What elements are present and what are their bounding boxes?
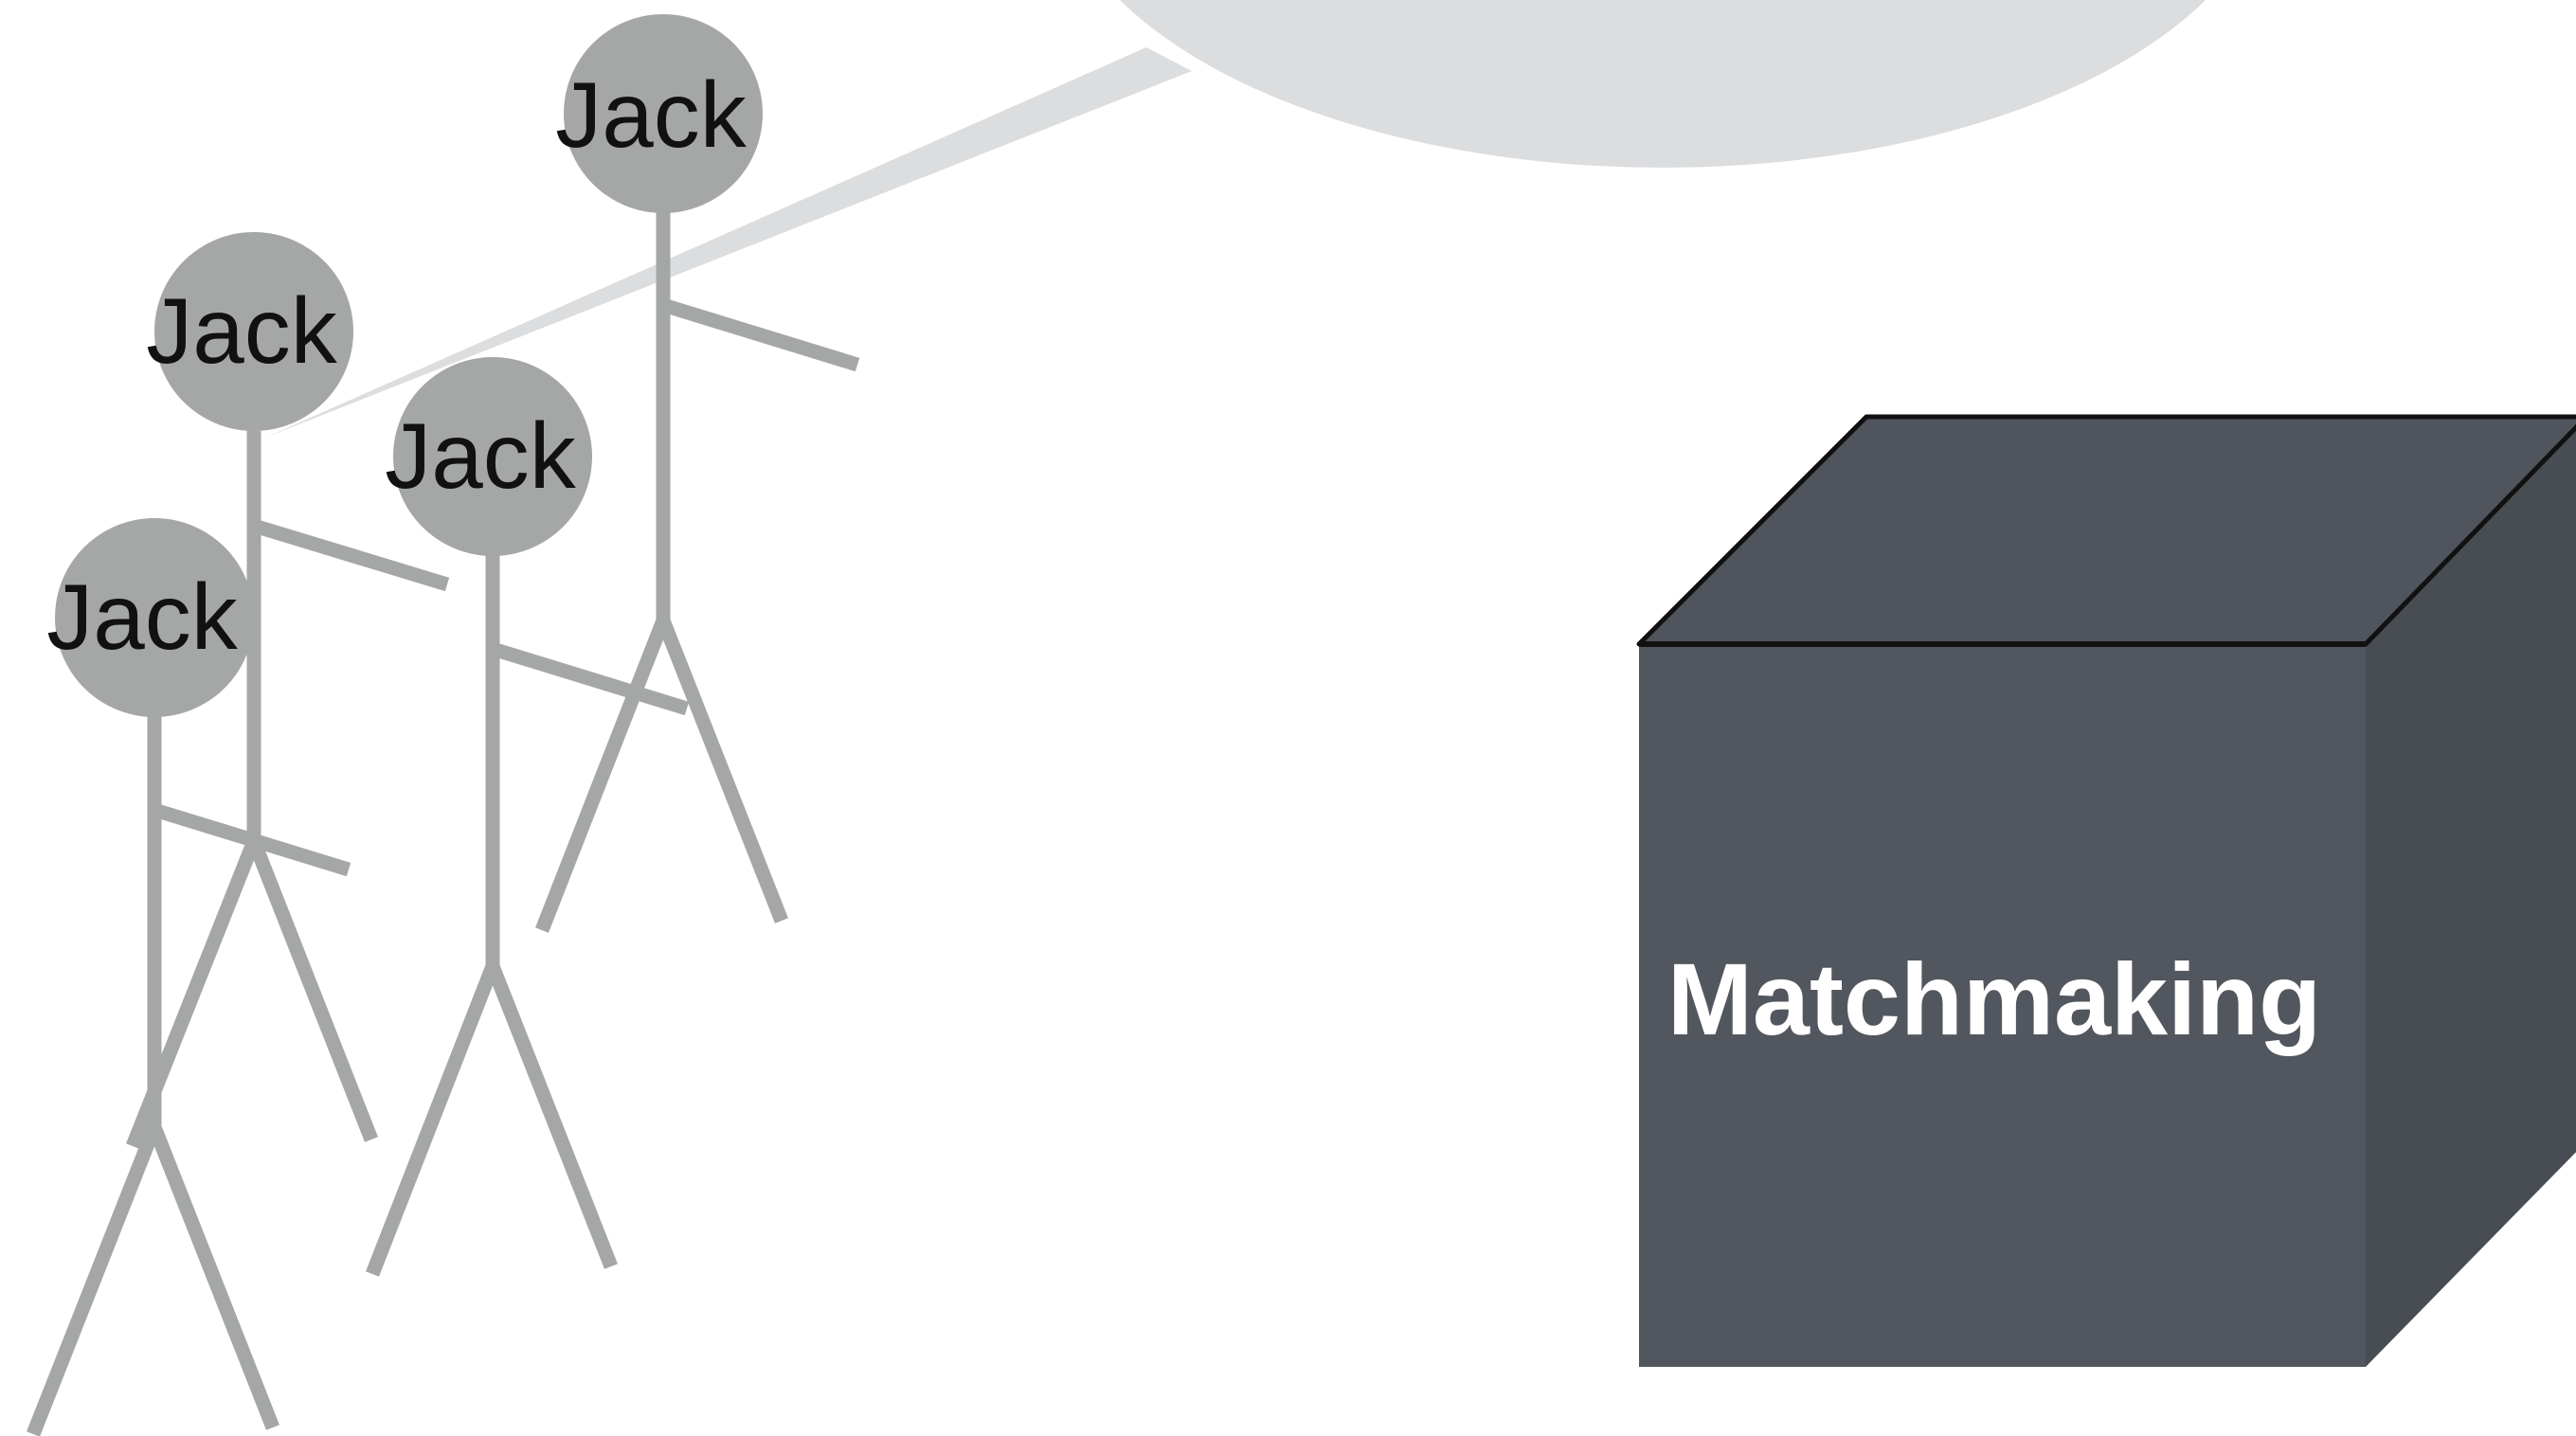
box-label: Matchmaking (1667, 942, 2321, 1056)
stick-figure-middle-right: Jack (366, 357, 690, 1277)
figure-label: Jack (385, 404, 577, 508)
box-side-face (2366, 427, 2576, 1367)
speech-bubble (265, 0, 2206, 438)
box-front-face (1639, 644, 2366, 1367)
speech-bubble-tail (265, 47, 1192, 438)
head (393, 357, 592, 556)
speech-bubble-body (1120, 0, 2206, 168)
head (564, 14, 763, 213)
figure-label: Jack (555, 63, 748, 167)
stick-figure-back: Jack (535, 14, 860, 933)
figure-label: Jack (146, 278, 338, 383)
stick-figure-middle-left: Jack (126, 232, 450, 1149)
head (55, 518, 254, 717)
figure-label: Jack (46, 565, 239, 669)
stick-figure-front: Jack (27, 518, 351, 1436)
matchmaking-box: Matchmaking (1636, 414, 2576, 1367)
head (154, 232, 353, 431)
